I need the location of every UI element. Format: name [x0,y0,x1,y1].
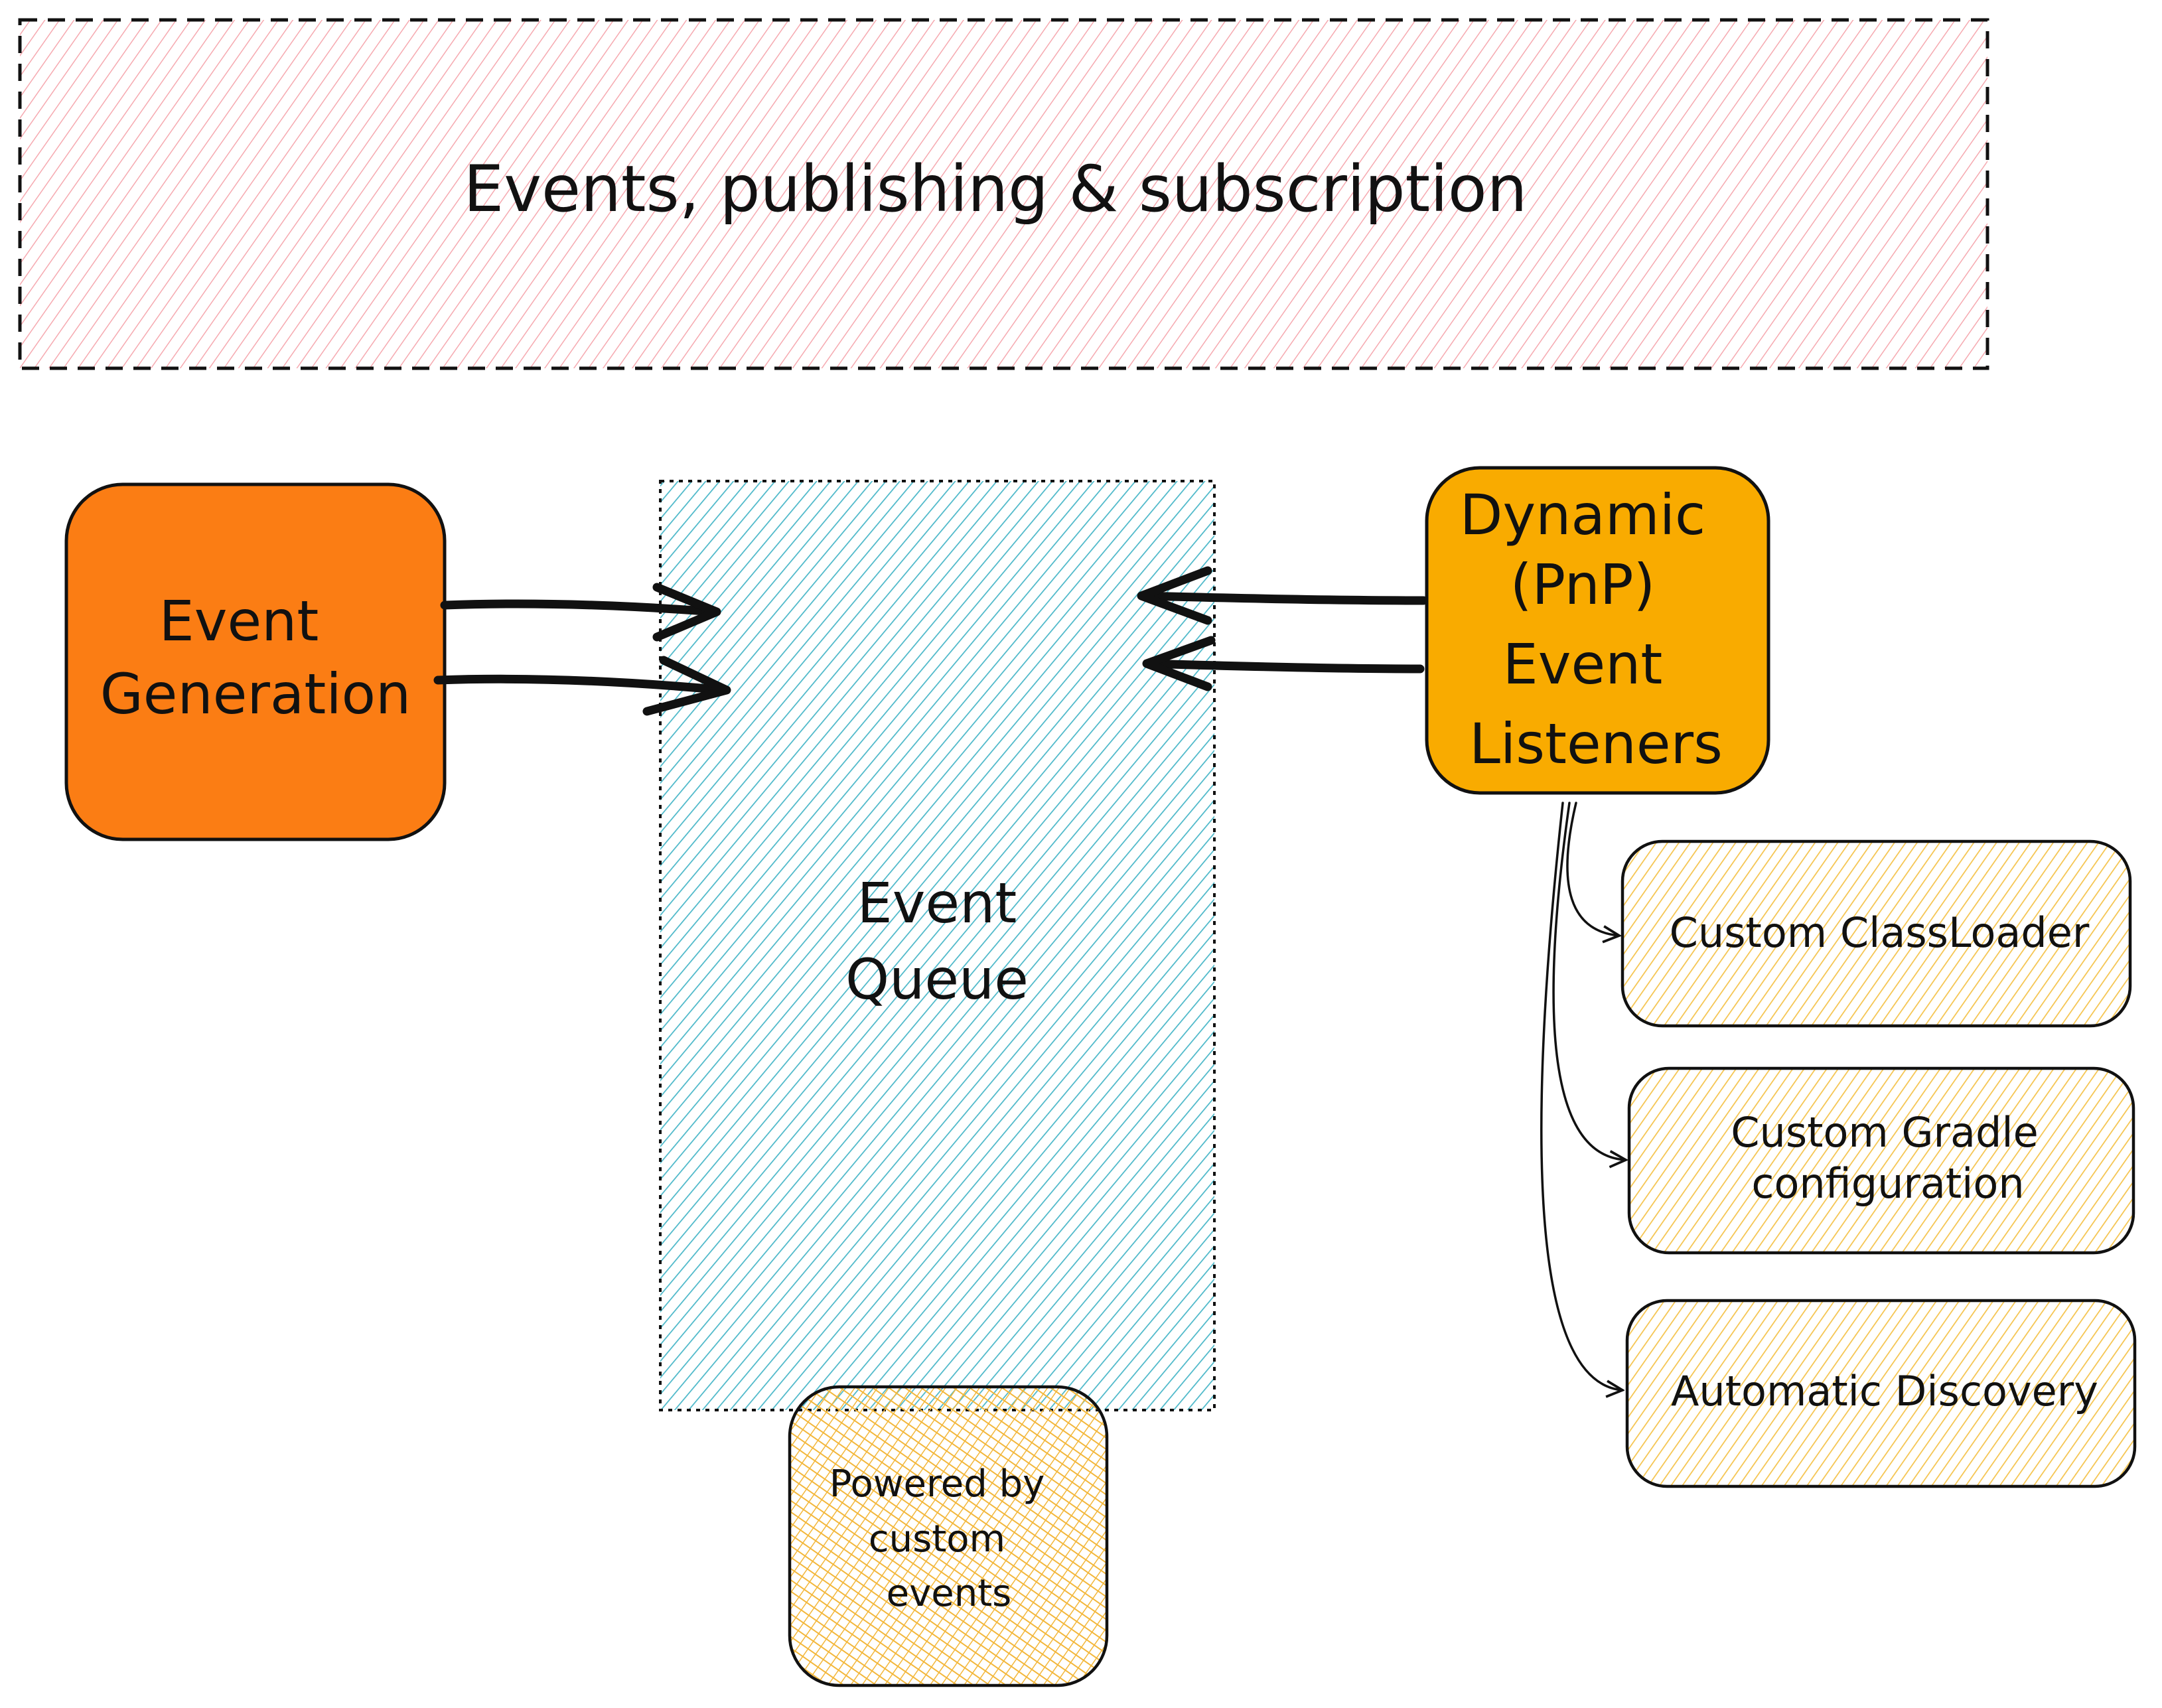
event-queue-box: Event Queue [659,480,1216,1411]
publish-arrow-1 [440,599,718,616]
listeners-line3: Event [1503,632,1663,697]
option-gradle-line2: configuration [1751,1159,2024,1208]
connector-gradle [1552,802,1626,1160]
publish-arrows [433,583,731,716]
event-generation-line1: Event [159,589,319,654]
event-generation-line2: Generation [100,662,411,727]
subscribe-arrow-1-head [1137,566,1212,625]
connector-classloader [1566,802,1619,936]
event-queue-line2: Queue [845,947,1029,1012]
powered-line2: custom [869,1518,1005,1561]
powered-line1: Powered by [829,1462,1045,1506]
subscribe-arrow-2-head [1142,636,1216,691]
option-gradle-line1: Custom Gradle [1731,1108,2039,1157]
banner-title: Events, publishing & subscription [464,152,1528,226]
subscribe-arrow-1 [1140,591,1428,605]
listeners-box: Dynamic (PnP) Event Listeners [1425,466,1770,795]
subscribe-arrows [1137,566,1428,691]
listeners-line4: Listeners [1469,711,1723,776]
option-automatic-discovery: Automatic Discovery [1625,1299,2137,1488]
listeners-line1: Dynamic [1460,482,1705,547]
option-custom-gradle: Custom Gradle configuration [1627,1066,2135,1255]
event-generation-box: Event Generation [64,482,447,841]
publish-arrow-1-head [652,583,721,642]
option-custom-classloader: Custom ClassLoader [1621,839,2132,1028]
option-classloader-text: Custom ClassLoader [1670,908,2090,957]
publish-arrow-2 [433,674,728,695]
event-queue-line1: Event [857,871,1017,936]
option-connectors [1540,802,1626,1390]
title-banner: Events, publishing & subscription [18,18,1989,370]
powered-by-box: Powered by custom events [788,1385,1109,1687]
subscribe-arrow-2 [1143,659,1425,674]
publish-arrow-2-head [642,656,731,716]
connector-discovery [1540,802,1622,1390]
listeners-line2: (PnP) [1510,552,1656,617]
option-discovery-text: Automatic Discovery [1671,1367,2098,1415]
powered-line3: events [887,1572,1012,1615]
